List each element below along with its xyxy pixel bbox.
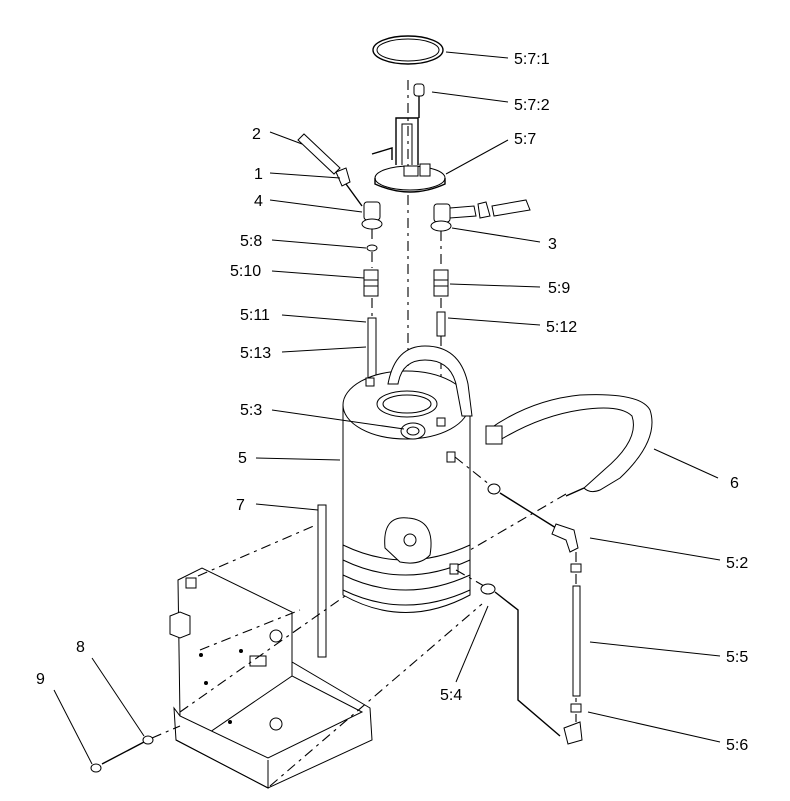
callout-9: 9 (36, 671, 45, 688)
callout-3: 3 (548, 236, 557, 253)
callout-5-10: 5:10 (230, 263, 261, 280)
callout-5-13: 5:13 (240, 345, 271, 362)
left-valve-assembly (297, 133, 383, 383)
callout-5: 5 (238, 450, 247, 467)
o-ring-part (372, 35, 444, 65)
bracket-frame (169, 524, 483, 789)
tank-body (342, 345, 473, 613)
washer-screw-parts (90, 725, 181, 773)
lid-part (371, 117, 446, 193)
callout-5-11: 5:11 (240, 307, 270, 324)
callout-5-3: 5:3 (240, 402, 262, 419)
bolt-part (413, 83, 425, 118)
callout-5-7: 5:7 (514, 131, 536, 148)
hose-assembly (454, 456, 583, 745)
leader-lines (53, 51, 721, 765)
callout-5-2: 5:2 (726, 555, 748, 572)
callout-2: 2 (252, 126, 261, 143)
callout-5-12: 5:12 (546, 319, 577, 336)
callout-1: 1 (254, 166, 263, 183)
strap-part (469, 394, 653, 551)
callout-5-6: 5:6 (726, 737, 748, 754)
callout-8: 8 (76, 639, 85, 656)
rod-part (317, 504, 327, 658)
callout-5-5: 5:5 (726, 649, 748, 666)
right-valve-assembly (430, 199, 531, 420)
callout-7: 7 (236, 497, 245, 514)
callout-5-7-2: 5:7:2 (514, 97, 550, 114)
callout-4: 4 (254, 193, 263, 210)
callout-5-9: 5:9 (548, 280, 570, 297)
callout-6: 6 (730, 475, 739, 492)
callout-5-8: 5:8 (240, 233, 262, 250)
callout-5-7-1: 5:7:1 (514, 51, 550, 68)
callout-5-4: 5:4 (440, 687, 462, 704)
